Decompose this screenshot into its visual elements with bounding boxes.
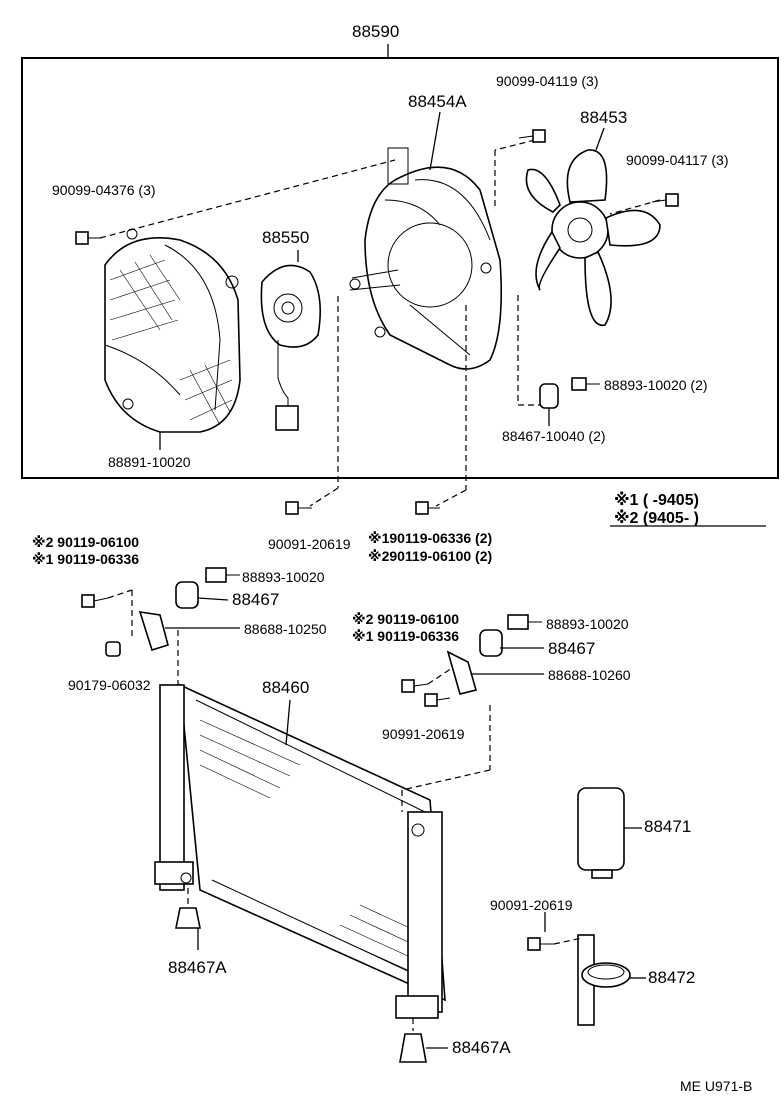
fan-shroud-88454A <box>349 147 503 370</box>
grommet-88467-c <box>479 614 542 657</box>
dash-88472 <box>553 937 583 945</box>
label-88454A: 88454A <box>408 92 467 111</box>
label-s2-90119-06100-2: ※290119-06100 (2) <box>368 548 493 564</box>
label-88460: 88460 <box>262 678 310 697</box>
leader-88460 <box>285 699 291 746</box>
legend-row-2: ※2 (9405- ) <box>614 510 699 527</box>
shroud-88891 <box>104 228 241 433</box>
label-88467-10040: 88467-10040 (2) <box>502 428 606 444</box>
label-88471: 88471 <box>644 817 692 836</box>
bolt-90099-04119 <box>518 129 546 143</box>
label-s1-90119-06336-left: ※1 90119-06336 <box>32 551 140 567</box>
bolt-90991-20619 <box>424 693 451 707</box>
bracket-88688-10250 <box>138 611 169 652</box>
label-90179-06032: 90179-06032 <box>68 677 151 693</box>
bolt-90091-20619-a <box>285 501 312 515</box>
label-s2-90119-06100-right: ※2 90119-06100 <box>352 611 460 627</box>
dash-right-1 <box>427 667 453 685</box>
label-88893-10020-c: 88893-10020 <box>546 616 629 632</box>
grommet-88467-b <box>175 567 240 609</box>
assembly-number: 88590 <box>352 22 400 41</box>
leader-88454A <box>429 111 441 171</box>
dash-out-left2 <box>309 487 339 507</box>
footer-code: ME U971-B <box>680 1078 753 1094</box>
leader-88453 <box>595 127 605 151</box>
condenser-88460 <box>154 683 446 1019</box>
label-s2-90119-06100-left: ※2 90119-06100 <box>32 534 140 550</box>
label-90099-04376: 90099-04376 (3) <box>52 182 156 198</box>
label-88688-10250: 88688-10250 <box>244 621 327 637</box>
dash-left-1 <box>107 589 133 599</box>
label-88467A-b: 88467A <box>452 1038 511 1057</box>
mount-88467A-a <box>175 888 201 929</box>
dash-bolt-left <box>99 159 396 239</box>
bolt-90091-20619-b <box>527 937 554 951</box>
dash-bolt-top <box>494 139 536 151</box>
mount-88467A-b <box>399 1018 427 1063</box>
label-88550: 88550 <box>262 228 310 247</box>
assembly-box <box>21 57 779 479</box>
label-88891-10020: 88891-10020 <box>108 454 191 470</box>
label-s1-90119-06336-right: ※1 90119-06336 <box>352 628 460 644</box>
receiver-88471 <box>577 787 625 879</box>
label-88467-b: 88467 <box>232 590 280 609</box>
dash-out-right2 <box>435 489 467 507</box>
label-88472: 88472 <box>648 968 696 987</box>
dash-bolt-fan <box>609 199 661 215</box>
label-88467A-a: 88467A <box>168 958 227 977</box>
motor-88550 <box>260 264 322 431</box>
label-88893-10020-a: 88893-10020 (2) <box>604 377 708 393</box>
bracket-88688-10260 <box>446 650 477 695</box>
dash-right-diag <box>401 769 491 791</box>
nut-90179-06032 <box>105 641 121 657</box>
label-90091-20619-a: 90091-20619 <box>268 536 351 552</box>
bolt-90119-06336-center <box>415 501 440 515</box>
leader-88467-b <box>197 597 229 601</box>
fan-88453 <box>525 149 661 327</box>
label-88688-10260: 88688-10260 <box>548 667 631 683</box>
label-90991-20619: 90991-20619 <box>382 726 465 742</box>
bolt-left-upper <box>81 594 109 608</box>
bolt-90099-04376 <box>75 231 100 245</box>
label-s1-90119-06336-2: ※190119-06336 (2) <box>368 530 493 546</box>
label-90099-04119: 90099-04119 (3) <box>496 73 599 89</box>
label-88467-c: 88467 <box>548 639 596 658</box>
bolt-90099-04117 <box>651 193 679 207</box>
label-90091-20619-b: 90091-20619 <box>490 897 573 913</box>
label-88893-10020-b: 88893-10020 <box>242 569 325 585</box>
bracket-88472 <box>577 934 631 1026</box>
bolt-right-upper <box>401 679 429 693</box>
label-88453: 88453 <box>580 108 628 127</box>
label-90099-04117: 90099-04117 (3) <box>626 152 729 168</box>
grommet-88467-10040 <box>539 377 600 409</box>
legend-row-1: ※1 ( -9405) <box>614 492 699 509</box>
